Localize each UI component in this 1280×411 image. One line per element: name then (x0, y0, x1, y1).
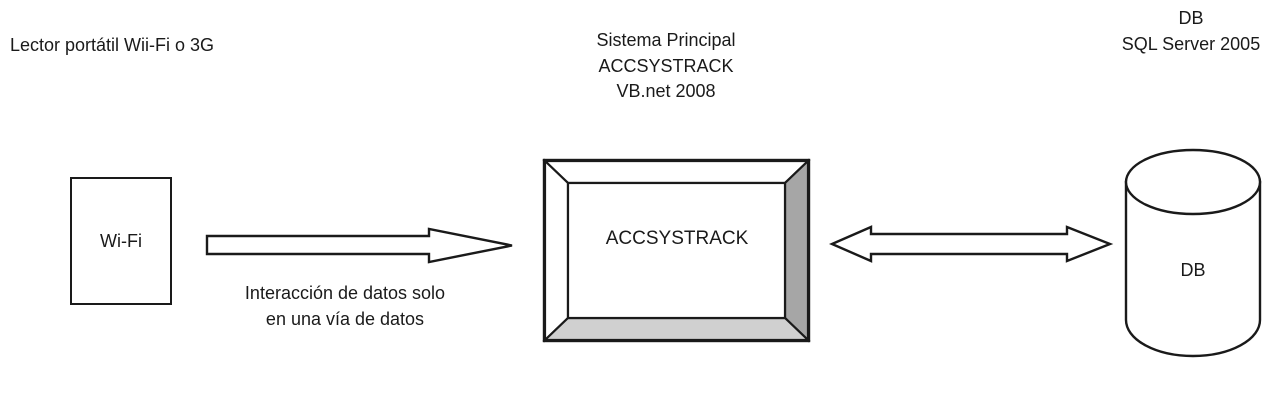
node-main-system-label: ACCSYSTRACK (605, 228, 749, 249)
caption-system: Sistema Principal ACCSYSTRACK VB.net 200… (596, 28, 735, 105)
caption-data-flow-line-2: en una vía de datos (265, 308, 425, 329)
connector-system-to-database (828, 225, 1114, 263)
frame-bevel-bottom (542, 316, 811, 342)
cylinder-top-ellipse (1124, 148, 1262, 216)
cylinder-body (1124, 180, 1262, 358)
caption-system-line-3: VB.net 2008 (616, 81, 716, 102)
connector-wifi-to-system (205, 227, 513, 264)
caption-database-line-2: SQL Server 2005 (1121, 33, 1261, 54)
frame-bevel-top (542, 159, 811, 185)
one-way-arrow-shape (205, 227, 513, 264)
node-database-label: DB (1180, 260, 1206, 280)
caption-system-line-1: Sistema Principal (596, 30, 736, 50)
caption-database: DB SQL Server 2005 (1122, 6, 1260, 57)
frame-inner-face (566, 181, 787, 320)
caption-reader: Lector portátil Wii-Fi o 3G (10, 35, 215, 55)
caption-data-flow: Interacción de datos solo en una vía de … (245, 281, 445, 332)
caption-data-flow-line-1: Interacción de datos solo (244, 283, 446, 303)
frame-bevel-right (783, 158, 810, 343)
node-database-shape (1124, 148, 1262, 358)
two-way-arrow-shape (828, 225, 1114, 263)
frame-bevel-left (543, 158, 570, 343)
node-main-system-shape (542, 158, 811, 343)
node-wifi-device-label: Wi-Fi (100, 230, 142, 251)
node-wifi-device: Wi-Fi (70, 177, 172, 305)
caption-system-line-2: ACCSYSTRACK (598, 55, 734, 76)
caption-database-line-1: DB (1178, 8, 1204, 28)
